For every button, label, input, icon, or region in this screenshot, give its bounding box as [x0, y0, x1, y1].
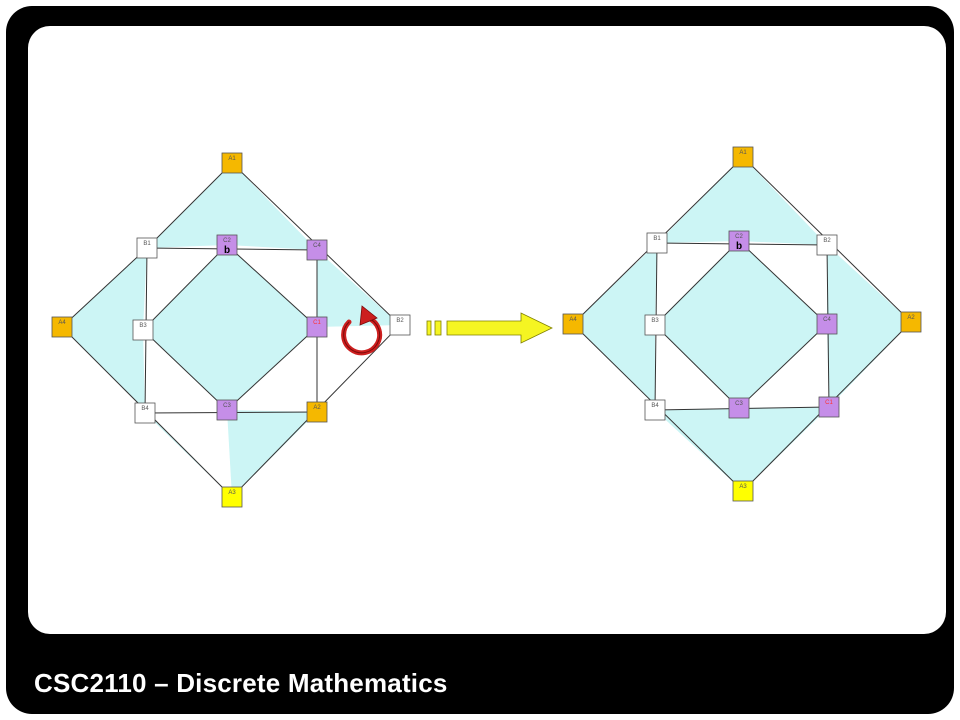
node-c2: C2b — [216, 234, 238, 256]
node-c2: C2b — [728, 230, 750, 252]
graph-face — [657, 157, 827, 245]
right-arrow-icon — [426, 312, 553, 344]
node-sublabel: b — [224, 245, 230, 256]
node-b1: B1 — [646, 232, 668, 254]
node-label: B1 — [143, 241, 151, 247]
node-c1: C1 — [818, 396, 840, 418]
graph-face — [573, 243, 743, 491]
graph-face — [62, 248, 232, 497]
node-label: C1 — [825, 400, 833, 406]
node-a3: A3 — [221, 486, 243, 508]
graph-edge — [146, 162, 233, 249]
node-c1: C1 — [306, 316, 328, 338]
node-a3: A3 — [732, 480, 754, 502]
graph-edge — [142, 244, 228, 331]
node-label: B3 — [651, 318, 659, 324]
node-label: B2 — [823, 238, 831, 244]
node-a2: A2 — [306, 401, 328, 423]
node-label: C2 — [735, 234, 743, 240]
graph-face — [655, 407, 829, 491]
graph-edge — [738, 323, 828, 409]
node-c4: C4 — [306, 239, 328, 261]
graph-edge — [654, 240, 740, 326]
graph-face — [317, 250, 400, 327]
node-label: C4 — [823, 317, 831, 323]
graph-edge — [226, 326, 318, 411]
node-c3: C3 — [728, 397, 750, 419]
node-sublabel: b — [736, 241, 742, 252]
node-label: B2 — [396, 318, 404, 324]
graph-edge — [738, 240, 828, 325]
node-label: C4 — [313, 243, 321, 249]
node-label: A2 — [313, 405, 321, 411]
node-label: C1 — [313, 320, 321, 326]
node-b2: B2 — [816, 234, 838, 256]
node-label: B1 — [653, 236, 661, 242]
node-a4: A4 — [562, 313, 584, 335]
node-b4: B4 — [134, 402, 156, 424]
node-label: A1 — [739, 150, 747, 156]
node-label: A1 — [228, 156, 236, 162]
node-label: A4 — [569, 317, 577, 323]
node-label: A2 — [907, 315, 915, 321]
graph-face — [827, 245, 911, 407]
node-label: C3 — [735, 401, 743, 407]
graph-edge — [654, 324, 740, 409]
graph-face — [147, 163, 317, 250]
graph-edge — [226, 244, 318, 328]
graph-face — [143, 245, 317, 410]
node-a1: A1 — [732, 146, 754, 168]
node-label: B4 — [651, 403, 659, 409]
node-c3: C3 — [216, 399, 238, 421]
node-label: A3 — [739, 484, 747, 490]
node-label: B4 — [141, 406, 149, 412]
node-label: A4 — [58, 320, 66, 326]
node-a1: A1 — [221, 152, 243, 174]
node-b2: B2 — [389, 314, 411, 336]
node-label: A3 — [228, 490, 236, 496]
node-b4: B4 — [644, 399, 666, 421]
node-a2: A2 — [900, 311, 922, 333]
graph-edge — [142, 329, 228, 411]
graph-edge — [61, 247, 148, 328]
graph-face — [227, 410, 317, 497]
node-b3: B3 — [644, 314, 666, 336]
rotate-clockwise-icon — [341, 305, 383, 356]
node-label: B3 — [139, 323, 147, 329]
node-label: C2 — [223, 238, 231, 244]
node-b3: B3 — [132, 319, 154, 341]
graph-face — [655, 241, 827, 408]
node-b1: B1 — [136, 237, 158, 259]
footer-title: CSC2110 – Discrete Mathematics — [34, 668, 448, 698]
node-label: C3 — [223, 403, 231, 409]
node-a4: A4 — [51, 316, 73, 338]
node-c4: C4 — [816, 313, 838, 335]
